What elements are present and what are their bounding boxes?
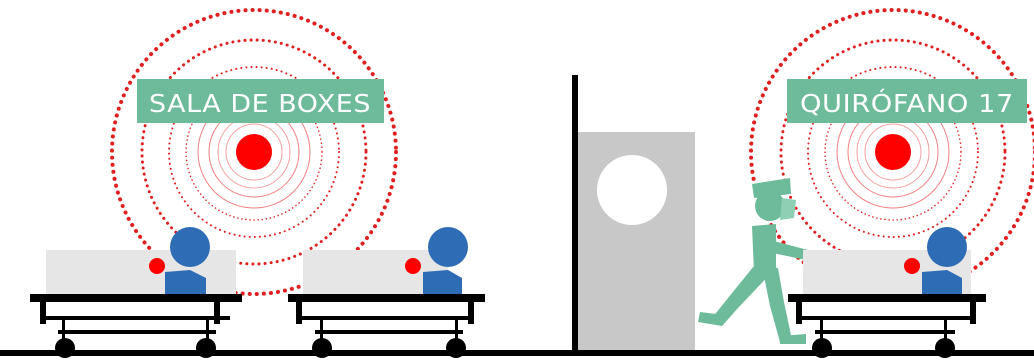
mattress bbox=[46, 250, 236, 295]
wall-divider bbox=[572, 75, 578, 350]
door-icon bbox=[578, 132, 695, 350]
left-room-label: SALA DE BOXES bbox=[149, 89, 371, 118]
stretcher-icon bbox=[788, 250, 986, 358]
stretcher-icon bbox=[30, 250, 242, 358]
right-room-label: QUIRÓFANO 17 bbox=[800, 88, 1014, 118]
floor-line bbox=[0, 350, 1034, 356]
alarm-source-icon bbox=[875, 134, 911, 170]
running-nurse-icon bbox=[698, 178, 808, 344]
alarm-source-icon bbox=[236, 134, 272, 170]
stretcher-icon bbox=[288, 250, 485, 358]
